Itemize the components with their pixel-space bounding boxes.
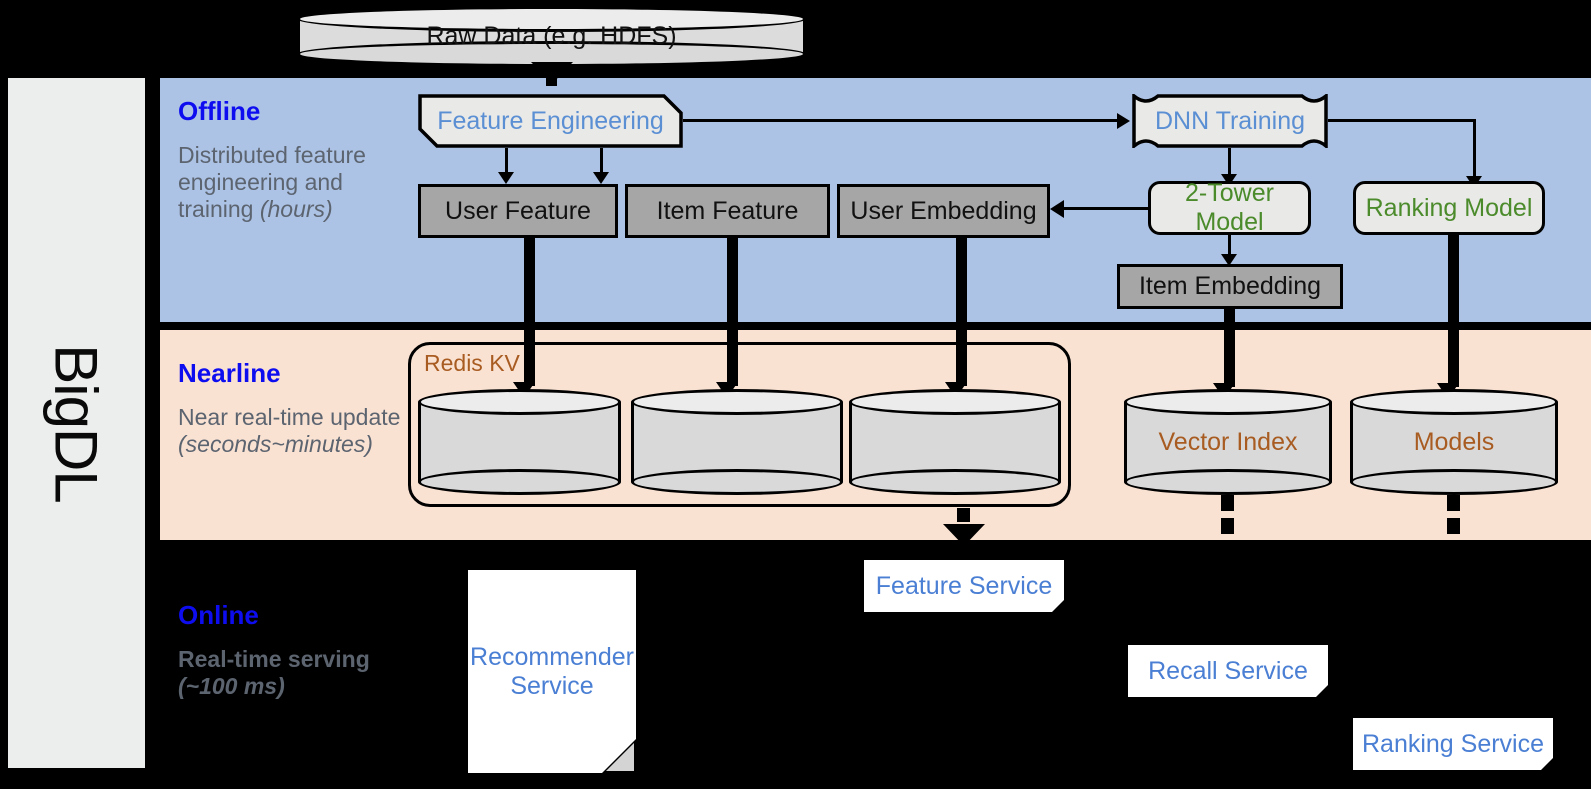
pipe-models-ranking-seg2	[1447, 518, 1460, 534]
bigdl-label-wrap: BigDL	[8, 78, 145, 768]
offline-subtitle-italic: (hours)	[259, 196, 333, 223]
edge-fe-dnn-arrow	[1117, 113, 1130, 129]
vector-index-cylinder[interactable]: Vector Index	[1124, 389, 1332, 495]
redis-kv-label: Redis KV	[424, 350, 520, 376]
feature-engineering-node[interactable]: Feature Engineering	[418, 94, 683, 148]
redis-store-user-feature[interactable]	[418, 389, 621, 495]
pipe-redis-featureservice-seg1	[957, 508, 970, 522]
nearline-subtitle-italic: (seconds~minutes)	[178, 431, 373, 458]
recall-service-card[interactable]: Recall Service	[1128, 645, 1328, 697]
models-cylinder[interactable]: Models	[1350, 389, 1558, 495]
online-subtitle-plain: Real-time serving	[178, 646, 370, 672]
two-tower-model-node[interactable]: 2-Tower Model	[1148, 179, 1311, 236]
vector-index-label: Vector Index	[1158, 427, 1298, 456]
cylinder-top	[297, 6, 806, 32]
bigdl-label: BigDL	[43, 343, 111, 503]
cylinder-top	[418, 389, 621, 415]
redis-store-item-feature-label	[631, 389, 843, 495]
edge-fe-dnn-line	[683, 119, 1117, 122]
edge-rawdata-fe-arrow	[531, 62, 573, 84]
pipe-userfeature-store	[524, 238, 535, 386]
nearline-title: Nearline	[178, 358, 281, 388]
cylinder-top	[1124, 389, 1332, 415]
pipe-vectorindex-recall-seg2	[1221, 518, 1234, 534]
feature-service-card[interactable]: Feature Service	[864, 560, 1064, 612]
edge-twotower-itememb-arrow	[1221, 254, 1237, 266]
pipe-userembedding-store	[956, 238, 967, 386]
nearline-subtitle-plain: Near real-time update	[178, 404, 401, 430]
offline-subtitle-plain: Distributed feature engineering and trai…	[178, 142, 366, 223]
raw-data-cylinder: Raw Data (e.g. HDFS)	[297, 6, 806, 67]
ranking-model-node[interactable]: Ranking Model	[1353, 181, 1545, 235]
user-embedding-node[interactable]: User Embedding	[837, 184, 1050, 238]
cylinder-bottom	[849, 469, 1061, 495]
two-tower-model-label: 2-Tower Model	[1185, 179, 1274, 236]
edge-dnn-ranking-v	[1473, 119, 1476, 181]
online-subtitle: Real-time serving (~100 ms)	[178, 646, 398, 700]
pipe-itemembedding-vectorindex	[1224, 309, 1235, 387]
raw-data-label: Raw Data (e.g. HDFS)	[426, 22, 677, 50]
redis-store-user-embedding-label	[849, 389, 1061, 495]
item-embedding-node[interactable]: Item Embedding	[1117, 264, 1343, 309]
user-feature-node[interactable]: User Feature	[418, 184, 618, 238]
edge-twotower-userembedding-line	[1064, 207, 1148, 210]
item-feature-label: Item Feature	[656, 196, 799, 225]
dnn-training-shape	[1132, 92, 1328, 150]
offline-subtitle: Distributed feature engineering and trai…	[178, 142, 398, 223]
pipe-models-ranking-seg1	[1447, 495, 1460, 511]
ranking-service-label: Ranking Service	[1361, 729, 1545, 758]
cylinder-top	[849, 389, 1061, 415]
ranking-model-label: Ranking Model	[1365, 193, 1533, 222]
edge-fe-userfeature-arrow	[498, 172, 514, 184]
pipe-vectorindex-recall-seg1	[1221, 495, 1234, 511]
feature-engineering-shape	[418, 94, 683, 148]
dnn-training-node[interactable]: DNN Training	[1132, 92, 1328, 150]
pipe-itemfeature-store	[727, 238, 738, 386]
nearline-subtitle: Near real-time update (seconds~minutes)	[178, 404, 413, 458]
recall-service-label: Recall Service	[1148, 656, 1308, 685]
edge-dnn-ranking-h	[1328, 119, 1476, 122]
online-subtitle-italic: (~100 ms)	[178, 673, 285, 700]
edge-twotower-userembedding-arrow	[1050, 200, 1064, 218]
page-fold-inner-icon	[606, 743, 634, 771]
feature-service-label: Feature Service	[875, 571, 1053, 600]
edge-twotower-itememb-line	[1228, 235, 1231, 259]
edge-fe-itemfeature-line	[600, 148, 603, 176]
page-fold-icon	[1052, 600, 1064, 612]
feature-engineering-label: Feature Engineering	[437, 106, 664, 135]
online-title: Online	[178, 600, 259, 630]
item-feature-node[interactable]: Item Feature	[625, 184, 830, 238]
redis-kv-container	[408, 342, 1071, 507]
item-embedding-label: Item Embedding	[1138, 272, 1322, 300]
redis-store-item-feature[interactable]	[631, 389, 843, 495]
cylinder-bottom	[1350, 469, 1558, 495]
cylinder-top	[1350, 389, 1558, 415]
offline-title-text: Offline	[178, 96, 261, 126]
edge-fe-itemfeature-arrow	[593, 172, 609, 184]
edge-dnn-twotower-line	[1228, 148, 1231, 178]
page-fold-icon	[1316, 685, 1328, 697]
cylinder-top	[631, 389, 843, 415]
bigdl-sidebar: BigDL	[8, 78, 145, 768]
models-label: Models	[1413, 427, 1495, 456]
edge-fe-userfeature-line	[505, 148, 508, 176]
pipe-rankingmodel-models	[1448, 235, 1459, 387]
ranking-service-card[interactable]: Ranking Service	[1353, 718, 1553, 770]
cylinder-bottom	[1124, 469, 1332, 495]
user-feature-label: User Feature	[445, 196, 591, 225]
cylinder-bottom	[631, 469, 843, 495]
recommender-service-card[interactable]: Recommender Service	[468, 570, 636, 773]
recommender-service-label: Recommender Service	[470, 642, 634, 700]
redis-store-user-embedding[interactable]	[849, 389, 1061, 495]
redis-store-user-feature-label	[418, 389, 621, 495]
cylinder-bottom	[418, 469, 621, 495]
pipe-redis-featureservice-arrow	[943, 524, 985, 546]
dnn-training-label: DNN Training	[1154, 106, 1306, 135]
page-fold-icon	[1541, 758, 1553, 770]
user-embedding-label: User Embedding	[850, 196, 1037, 225]
